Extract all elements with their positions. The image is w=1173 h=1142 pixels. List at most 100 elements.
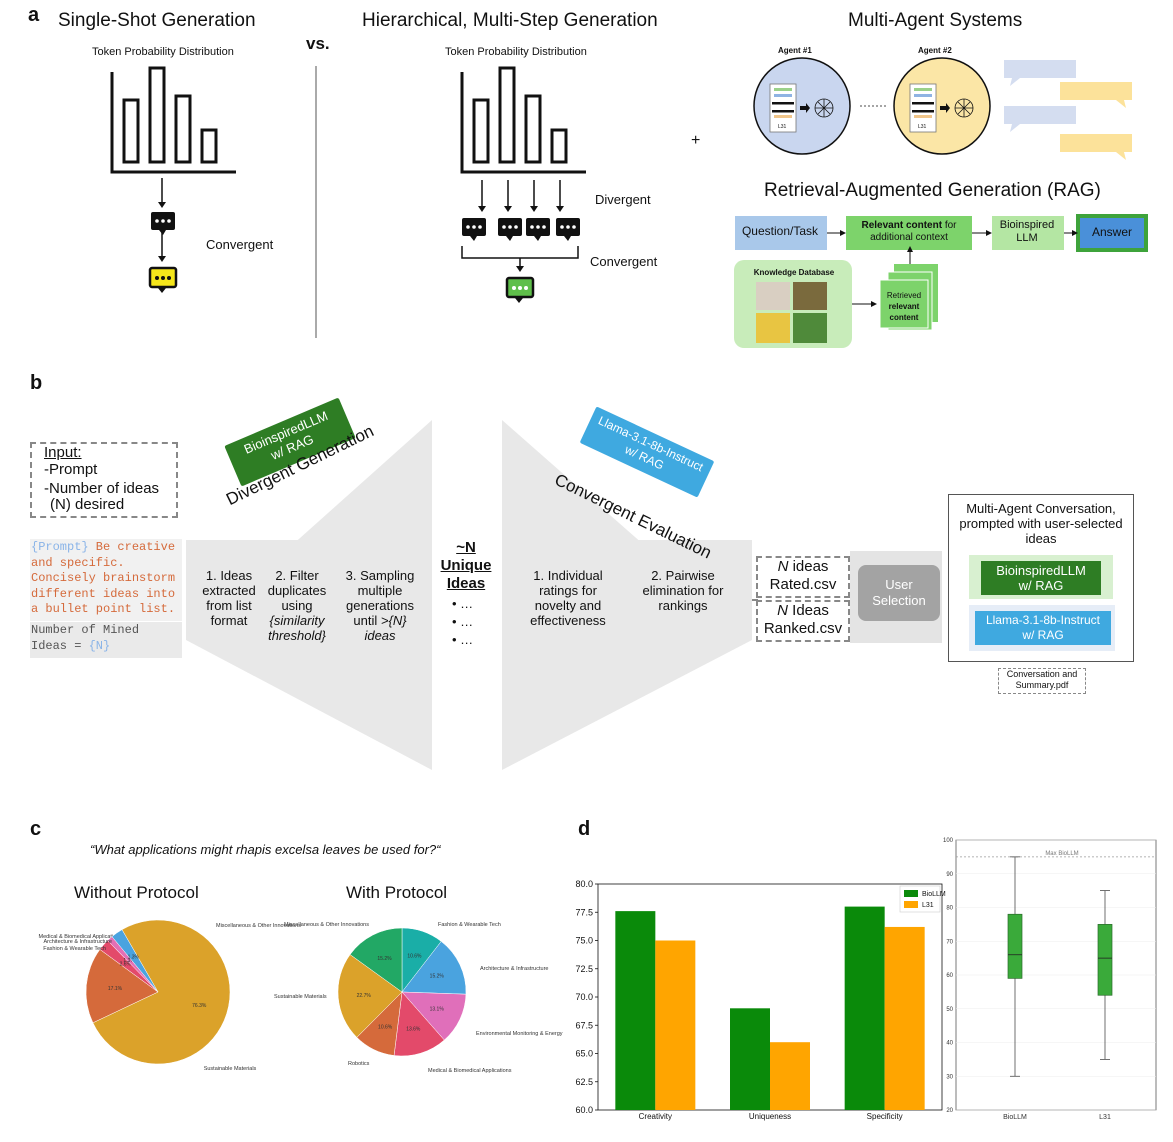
with-pie-pct: 13.6% <box>406 1027 421 1033</box>
with-pie-label: Architecture & Infrastructure <box>480 966 548 972</box>
bar-legend-swatch <box>904 890 918 897</box>
with-pie-label: Fashion & Wearable Tech <box>438 922 501 928</box>
input-title: Input: <box>44 444 82 461</box>
prompt-text: Be creative and specific. Concisely brai… <box>31 540 176 616</box>
relevant-content-bold: Relevant content <box>861 220 943 231</box>
network-icon <box>954 98 974 118</box>
with-pie-slice <box>393 991 445 1057</box>
rated-file: Rated.csv <box>769 576 837 593</box>
without-pie-pct: 2.6% <box>120 962 132 968</box>
knowledge-db-images <box>756 282 827 343</box>
without-pie-pct: 1.3% <box>128 955 140 961</box>
mac-agent2-line2: w/ RAG <box>1022 628 1064 642</box>
panel-b-letter: b <box>30 372 43 394</box>
bioinspired-llm-box: Bioinspired LLM <box>999 219 1055 244</box>
retrieved-line-2: relevant <box>888 302 920 311</box>
without-pie-pct: 17.1% <box>108 986 123 992</box>
without-pie-label: Sustainable Materials <box>204 1066 257 1072</box>
bar-biollm <box>615 911 656 1110</box>
multi-agent-conversation-box: Multi-Agent Conversation, prompted with … <box>948 494 1134 662</box>
agent1-model-label: L31 <box>778 124 787 130</box>
prompt-var: {Prompt} <box>31 540 89 554</box>
chat-bubble-icon <box>151 212 175 235</box>
bar-legend-label: L31 <box>922 902 934 909</box>
bar-chart: 60.062.565.067.570.072.575.077.580.0Crea… <box>575 879 945 1121</box>
with-pie-label: Medical & Biomedical Applications <box>428 1068 512 1074</box>
agent2-model-label: L31 <box>918 124 927 130</box>
token-dist-label-1: Token Probability Distribution <box>92 46 234 58</box>
box-y-tick-label: 50 <box>946 1007 953 1013</box>
panel-c-question: “What applications might rhapis excelsa … <box>90 842 441 857</box>
without-pie-label: Fashion & Wearable Tech <box>43 946 106 952</box>
single-shot-title: Single-Shot Generation <box>58 10 256 31</box>
box-iqr <box>1007 913 1023 979</box>
unique-ideas-1: ~N <box>456 539 476 556</box>
summary-pdf: Conversation and Summary.pdf <box>998 668 1086 694</box>
retrieved-content-box: Retrieved relevant content <box>880 290 928 323</box>
input-item-ideas: -Number of ideas <box>44 480 160 497</box>
plus-label: + <box>691 132 701 149</box>
with-protocol-title: With Protocol <box>346 883 448 902</box>
relevant-content-rest: for additional context <box>870 220 957 243</box>
bar-y-tick-label: 75.0 <box>575 936 593 946</box>
bar-y-tick-label: 62.5 <box>575 1077 593 1087</box>
box-y-tick-label: 30 <box>946 1074 953 1080</box>
step-3-ideas: >{N} ideas <box>364 613 407 643</box>
with-pie-slice <box>337 954 403 1038</box>
bar-legend-swatch <box>904 901 918 908</box>
bullet-1: • … <box>452 596 474 611</box>
rated-n: N <box>777 558 789 575</box>
vs-label: vs. <box>306 34 330 53</box>
bar-x-tick-label: Creativity <box>639 1112 672 1121</box>
bar-y-tick-label: 72.5 <box>575 964 593 974</box>
convergent-label-2: Convergent <box>590 254 658 269</box>
box-y-tick-label: 80 <box>946 906 953 912</box>
unique-ideas-3: Ideas <box>446 575 486 592</box>
panel-a-letter: a <box>28 4 40 26</box>
panel-d-letter: d <box>578 818 591 840</box>
bar-legend <box>899 885 941 913</box>
token-histogram-icon-2 <box>460 66 586 174</box>
bar-l31 <box>655 940 696 1110</box>
bullet-3: • … <box>452 632 474 647</box>
mined-var: {N} <box>88 638 111 653</box>
step-3-text: 3. Sampling multiple generations until <box>345 568 415 628</box>
with-pie-pct: 13.1% <box>430 1006 445 1012</box>
divergent-label: Divergent <box>595 192 651 207</box>
prompt-code-block: {Prompt} Be creative and specific. Conci… <box>30 539 182 621</box>
bar-biollm <box>730 1008 770 1110</box>
hierarchical-title: Hierarchical, Multi-Step Generation <box>362 10 658 31</box>
eval-2: 2. Pairwise elimination for rankings <box>642 568 724 613</box>
answer-box: Answer <box>1091 225 1132 239</box>
with-pie-pct: 10.6% <box>378 1025 393 1031</box>
unique-ideas-2: Unique <box>440 557 492 574</box>
without-pie-label: Miscellaneous & Other Innovations <box>216 923 301 929</box>
without-pie-label: Architecture & Infrastructure <box>44 939 112 945</box>
box-x-tick-label: BioLLM <box>1003 1114 1027 1121</box>
box-reference-label: Max BioLLM <box>1045 851 1078 857</box>
conversation-bubbles-icon <box>1004 60 1132 160</box>
mac-agent-bioinspiredllm: BioinspiredLLM w/ RAG <box>981 561 1101 595</box>
rag-title: Retrieval-Augmented Generation (RAG) <box>764 180 1101 201</box>
box-iqr <box>1097 924 1113 996</box>
relevant-content-box: Relevant content for additional context <box>848 220 970 244</box>
mined-code-block: Number of Mined Ideas = {N} <box>30 622 182 658</box>
box-y-tick-label: 40 <box>946 1041 953 1047</box>
chat-bubbles-row-icon <box>462 218 580 241</box>
box-y-tick-label: 60 <box>946 973 953 979</box>
with-pie-pct: 22.7% <box>357 993 372 999</box>
step-2: 2. Filter duplicates using {similarity t… <box>264 568 330 643</box>
step-2-text: 2. Filter duplicates using <box>267 568 327 613</box>
input-box: Input: -Prompt -Number of ideas (N) desi… <box>30 442 178 518</box>
mac-agent-llama: Llama-3.1-8b-Instruct w/ RAG <box>975 611 1111 645</box>
ranked-csv: N Ideas Ranked.csv <box>756 600 850 642</box>
rated-ideas: ideas <box>788 558 829 575</box>
bar-x-tick-label: Uniqueness <box>749 1112 791 1121</box>
agent1-circle: L31 <box>753 57 851 155</box>
with-pie-pct: 10.6% <box>407 954 422 960</box>
rag-diagram <box>734 214 1148 348</box>
input-item-prompt: -Prompt <box>44 461 98 478</box>
unique-ideas-label: ~N Unique Ideas <box>436 539 496 593</box>
bar-y-tick-label: 70.0 <box>575 992 593 1002</box>
box-x-tick-label: L31 <box>1099 1114 1111 1121</box>
